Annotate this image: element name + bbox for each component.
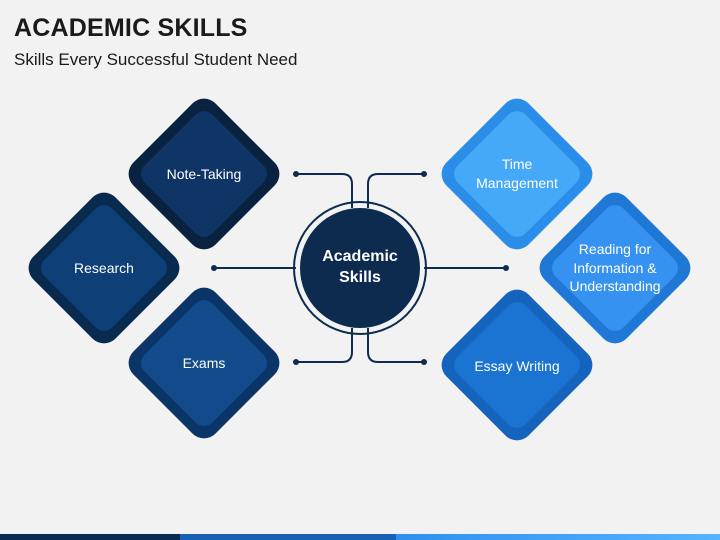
- center-ring: [293, 201, 427, 335]
- connector-exams: [296, 328, 353, 363]
- center-label: Academic Skills: [322, 248, 398, 286]
- diamond-note-taking: [128, 98, 280, 250]
- dot-research: [211, 265, 217, 271]
- center-circle: [300, 208, 420, 328]
- diamond-research: [28, 192, 180, 344]
- connector-dots: [211, 171, 509, 365]
- node-label-exams: Exams: [182, 354, 226, 371]
- diamond-time-management: [441, 98, 593, 250]
- node-label-reading: Reading for Information & Understanding: [569, 240, 661, 295]
- connector-note-taking: [296, 173, 353, 208]
- node-label-essay-writing: Essay Writing: [474, 357, 560, 374]
- dot-time-management: [421, 171, 427, 177]
- page-subtitle: Skills Every Successful Student Need: [14, 50, 298, 69]
- node-label-research: Research: [74, 259, 134, 276]
- page-title: ACADEMIC SKILLS: [14, 14, 248, 42]
- dot-note-taking: [293, 171, 299, 177]
- node-label-note-taking: Note-Taking: [166, 165, 242, 182]
- bottom-accent-bar: [0, 534, 720, 540]
- diamond-exams: [128, 287, 280, 439]
- dot-essay-writing: [421, 359, 427, 365]
- dot-reading: [503, 265, 509, 271]
- diamond-reading: [539, 192, 691, 344]
- connectors: [214, 173, 506, 363]
- diamond-essay-writing: [441, 289, 593, 441]
- node-label-time-management: Time Management: [476, 156, 558, 191]
- connector-essay-writing: [367, 328, 424, 363]
- connector-time-management: [367, 173, 424, 208]
- dot-exams: [293, 359, 299, 365]
